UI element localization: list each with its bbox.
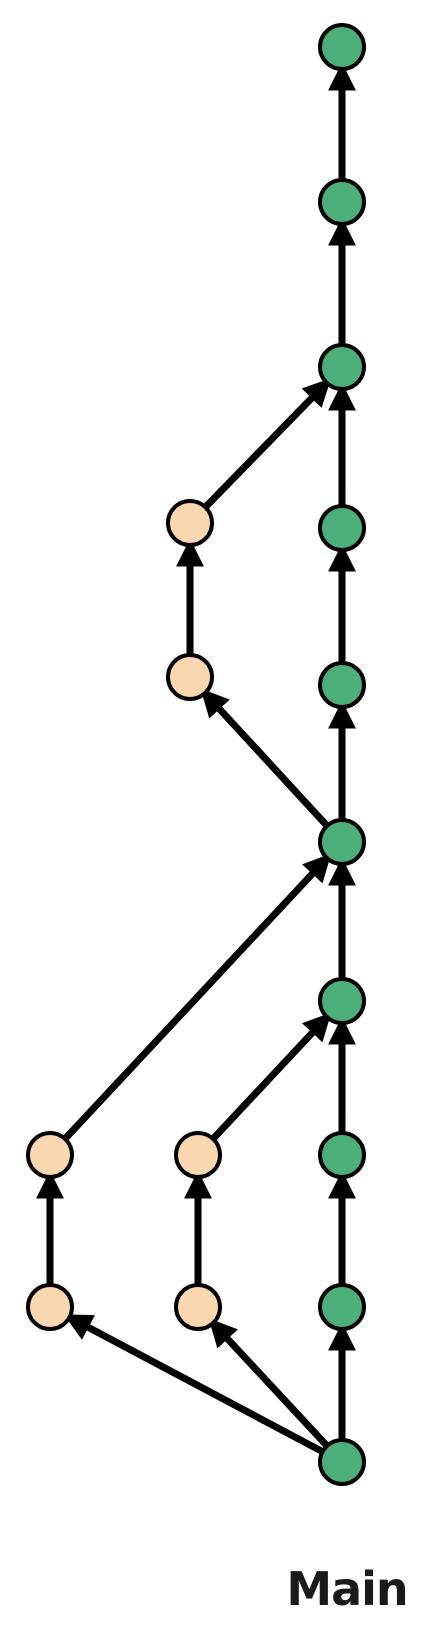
edge-c1-m7: [202, 378, 332, 510]
commit-node-m2: [318, 1131, 366, 1179]
commit-node-m0: [318, 1438, 366, 1486]
edge-b1-m3: [210, 1012, 332, 1142]
commit-node-m6: [318, 504, 366, 552]
commit-node-m3: [318, 977, 366, 1025]
commit-node-m1: [318, 1283, 366, 1331]
commit-node-m8: [318, 178, 366, 226]
commit-node-b1: [174, 1131, 222, 1179]
edge-m0-b0: [208, 1318, 330, 1449]
commit-node-m4: [318, 818, 366, 866]
branch-label-main: Main: [286, 1562, 408, 1616]
commit-node-m5: [318, 661, 366, 709]
commit-node-a1: [26, 1131, 74, 1179]
nodes-layer: [26, 23, 366, 1486]
commit-node-m7: [318, 343, 366, 391]
edge-a1-m4: [62, 853, 332, 1142]
commit-node-c1: [166, 499, 214, 547]
edge-m0-a0: [63, 1314, 325, 1455]
commit-node-c0: [166, 653, 214, 701]
commit-node-b0: [174, 1283, 222, 1331]
edge-m4-c0: [200, 688, 330, 829]
edges-layer: [36, 62, 356, 1455]
commit-node-a0: [26, 1283, 74, 1331]
commit-node-m9: [318, 23, 366, 71]
